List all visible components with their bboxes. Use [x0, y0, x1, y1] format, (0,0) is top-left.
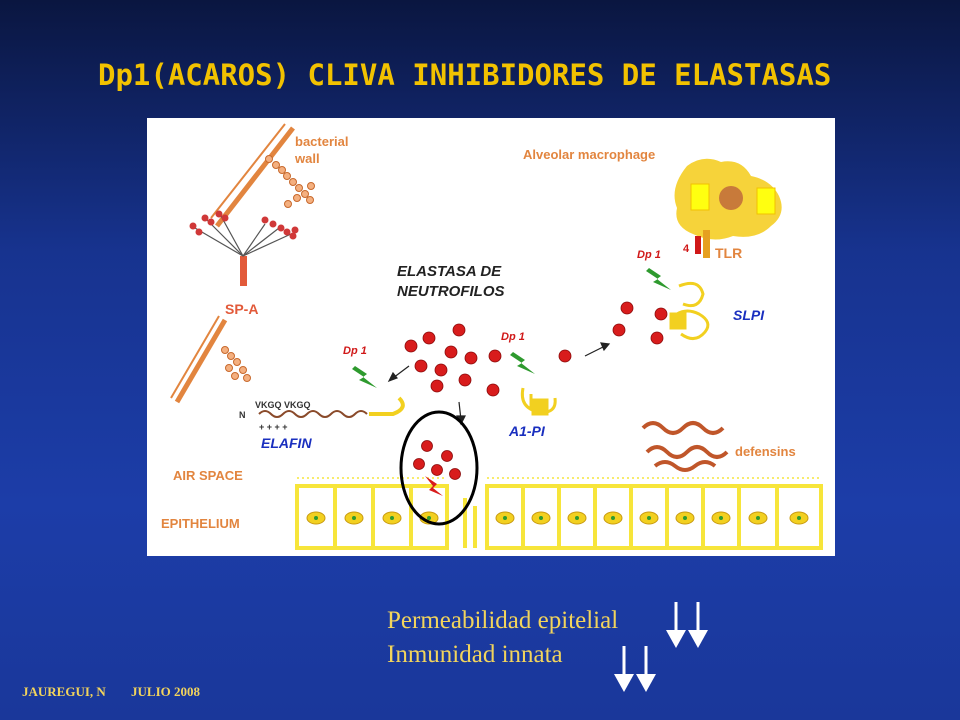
elafin-label: ELAFIN	[261, 435, 312, 451]
bacterial-wall-label-line2: wall	[294, 151, 320, 166]
bacterial-wall-label: bacterial	[295, 134, 348, 149]
slide-footer: JAUREGUI, N JULIO 2008	[22, 684, 200, 700]
defensins-label: defensins	[735, 444, 796, 459]
footer-author: JAUREGUI, N	[22, 684, 106, 699]
n-terminus-label: N	[239, 410, 246, 420]
down-arrow-icon	[666, 602, 686, 648]
slpi-molecule	[669, 281, 710, 340]
elafin-molecule	[258, 396, 405, 418]
dp1-label-elafin: Dp 1	[343, 345, 367, 357]
junction-highlight	[399, 410, 479, 526]
dp1-label-a1pi: Dp 1	[501, 331, 525, 343]
footer-date: JULIO 2008	[131, 684, 201, 699]
sp-a-label: SP-A	[225, 301, 258, 317]
sp-a-molecule	[189, 210, 299, 286]
slide-notes: Permeabilidad epitelial Inmunidad innata	[387, 604, 618, 672]
a1pi-molecule	[520, 387, 557, 416]
neutrophil-elastase-dots	[404, 301, 668, 397]
elastasa-label-line1: ELASTASA DE	[397, 263, 502, 280]
epithelium-label: EPITHELIUM	[161, 516, 240, 531]
down-arrow-icon	[636, 646, 656, 692]
macrophage-cell	[674, 158, 782, 258]
elastasa-label-line2: NEUTROFILOS	[397, 283, 505, 300]
tlr-number: 4	[683, 243, 690, 255]
macrophage-label: Alveolar macrophage	[523, 147, 655, 162]
dp1-label-slpi: Dp 1	[637, 249, 661, 261]
note-permeability: Permeabilidad epitelial	[387, 607, 619, 634]
note-innate-immunity: Inmunidad innata	[387, 641, 563, 668]
a1pi-label: A1-PI	[508, 423, 546, 439]
epithelium-cells	[295, 477, 823, 550]
air-space-label: AIR SPACE	[173, 468, 243, 483]
tlr-label: TLR	[715, 245, 742, 261]
bacterial-wall-label-line1: bacterial	[295, 134, 348, 149]
slide-title: Dp1(ACAROS) CLIVA INHIBIDORES DE ELASTAS…	[98, 58, 832, 92]
slpi-label: SLPI	[733, 307, 765, 323]
down-arrow-icon	[614, 646, 634, 692]
down-arrow-icon	[688, 602, 708, 648]
elastase-diagram: bacterial wall SP-A	[147, 118, 835, 556]
charge-label: + + + +	[259, 422, 288, 432]
bacterial-wall-bottom	[170, 315, 251, 404]
vkgq-label: VKGQ VKGQ	[255, 400, 311, 410]
bacterial-wall-top	[210, 123, 315, 228]
defensins-molecules	[641, 421, 729, 472]
